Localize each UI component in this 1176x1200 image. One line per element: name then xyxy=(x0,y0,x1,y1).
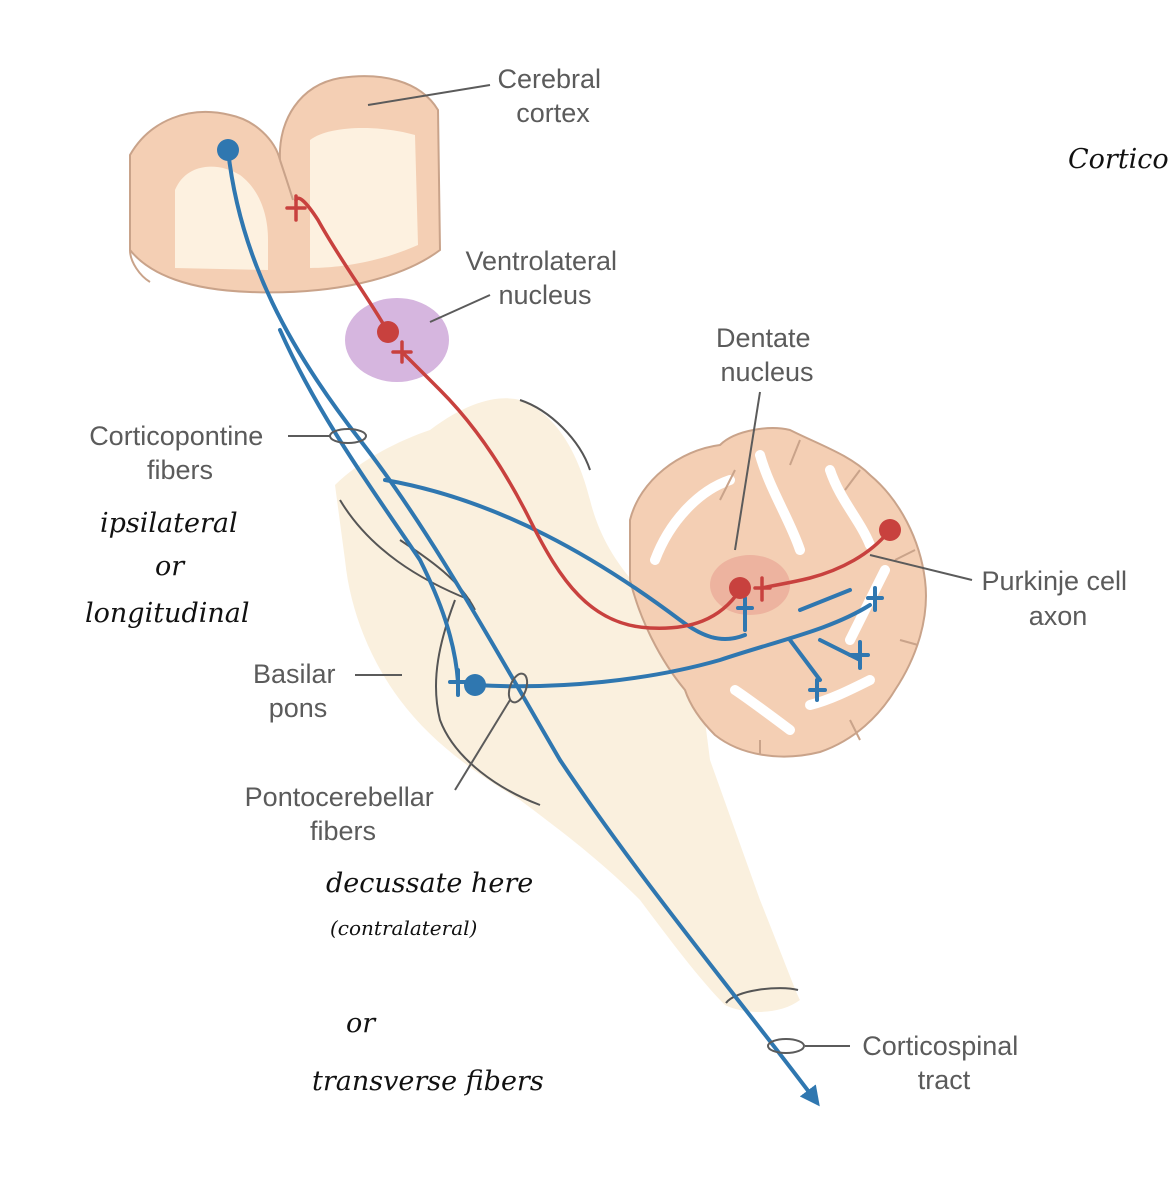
label-ventrolateral-nucleus: Ventrolateral nucleus xyxy=(465,246,624,310)
corticopontine-axon xyxy=(278,328,460,684)
label-corticospinal-tract: Corticospinal tract xyxy=(862,1031,1026,1095)
dentate-neuron-soma xyxy=(729,577,751,599)
cell-bodies xyxy=(217,139,901,696)
purkinje-axon xyxy=(760,528,892,590)
label-purkinje-cell-axon: Purkinje cell axon xyxy=(981,566,1134,631)
label-basilar-pons: Basilar pons xyxy=(253,659,343,723)
thalamic-neuron-soma xyxy=(377,321,399,343)
cerebellar-output-pathway xyxy=(294,196,892,630)
red-synapse-markers xyxy=(285,194,772,602)
label-cerebral-cortex: Cerebral cortex xyxy=(497,64,608,128)
cortical-neuron-soma xyxy=(217,139,239,161)
cerebral-cortex-block xyxy=(129,75,442,294)
note-cortico-corner: Cortico xyxy=(1068,144,1169,175)
blue-synapse-markers xyxy=(448,586,884,702)
label-corticopontine-fibers: Corticopontine fibers xyxy=(89,421,271,485)
dentatothalamic-axon xyxy=(400,350,742,630)
leader-lines xyxy=(288,84,973,1047)
note-ipsilateral: ipsilateral or longitudinal xyxy=(85,508,249,629)
purkinje-neuron-soma xyxy=(879,519,901,541)
corticospinal-axon xyxy=(226,148,820,1107)
pontocerebellar-section xyxy=(507,672,529,704)
thalamocortical-axon xyxy=(294,196,390,334)
note-decussate: decussate here (contralateral) xyxy=(326,868,537,940)
ventrolateral-nucleus-region xyxy=(345,298,449,382)
corticospinal-pathway xyxy=(226,148,872,1107)
pontocerebellar-branch xyxy=(383,478,747,641)
label-dentate-nucleus: Dentate nucleus xyxy=(716,323,818,387)
pontine-neuron-soma xyxy=(464,674,486,696)
note-transverse: or transverse fibers xyxy=(312,1008,544,1097)
label-pontocerebellar-fibers: Pontocerebellar fibers xyxy=(245,782,442,846)
pontocerebellar-axon xyxy=(473,603,872,689)
corticospinal-section xyxy=(767,1038,805,1054)
